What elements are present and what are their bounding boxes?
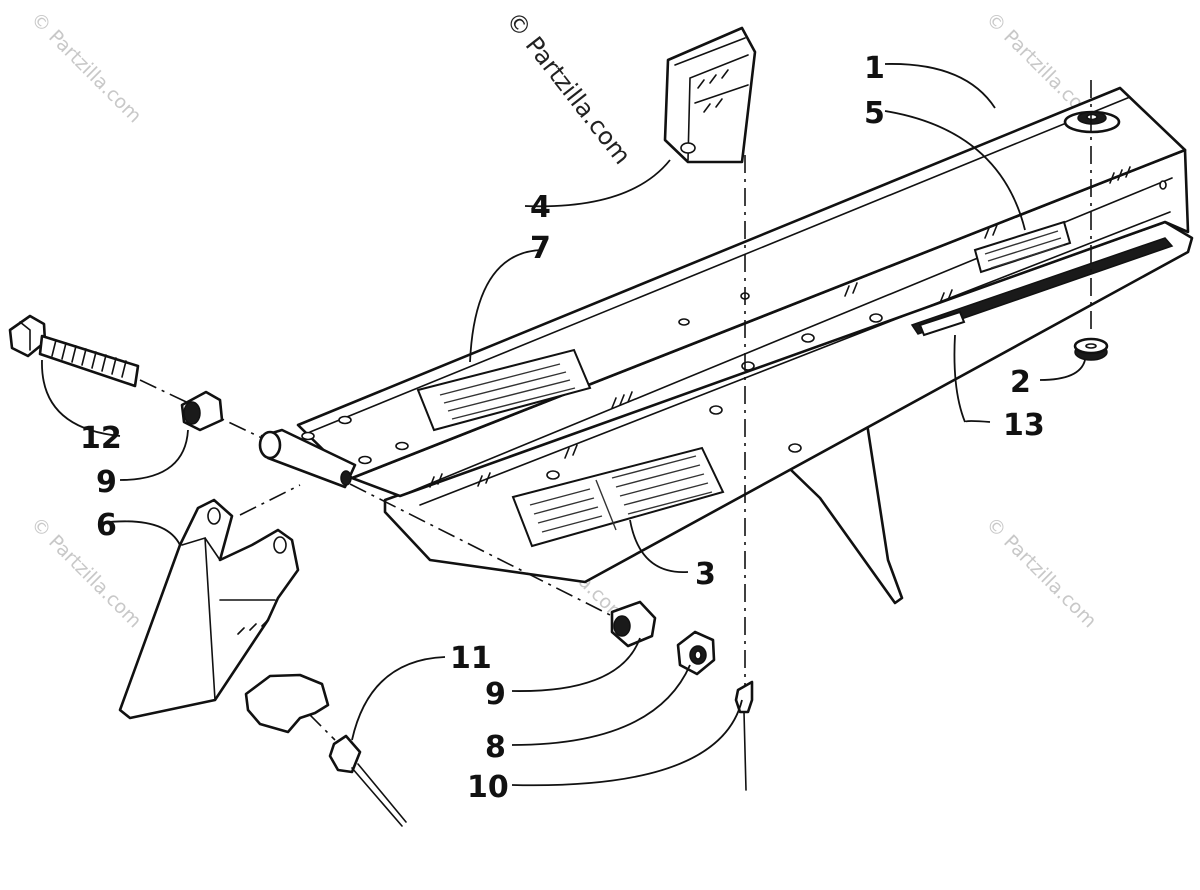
spacer-tube: [258, 428, 357, 489]
watermark-top-left: © Partzilla.com: [26, 8, 145, 127]
hitch-bracket-part-6: [118, 498, 300, 720]
svg-text:© Partzilla.com: © Partzilla.com: [26, 513, 145, 632]
callout-5: 5: [864, 96, 885, 131]
decal-warning-7: [416, 348, 592, 432]
callout-7: 7: [530, 231, 551, 266]
watermark-main: © Partzilla.com: [500, 6, 636, 169]
rubber-pad: [244, 673, 330, 734]
decal-warning-5: [973, 220, 1072, 274]
watermark-mid-right: © Partzilla.com: [981, 513, 1100, 632]
rivet-part-11: [328, 734, 407, 827]
callout-13: 13: [1003, 408, 1045, 443]
callout-6: 6: [96, 508, 117, 543]
svg-text:© Partzilla.com: © Partzilla.com: [981, 513, 1100, 632]
bushing-part-9-upper: [180, 390, 224, 432]
callout-2: 2: [1010, 365, 1031, 400]
callout-3: 3: [695, 557, 716, 592]
long-bolt-part-12: [8, 314, 140, 388]
callout-4: 4: [530, 190, 551, 225]
decal-strip-13: [910, 237, 1174, 337]
decal-caution-3: [511, 446, 725, 548]
lock-nut-part-8: [676, 630, 716, 676]
callout-1: 1: [864, 51, 885, 86]
ridge-hash-marks: [429, 166, 1131, 488]
callout-10: 10: [467, 770, 509, 805]
watermark-mid-left: © Partzilla.com: [26, 513, 145, 632]
bumper-clip-part-4: [663, 26, 757, 164]
svg-text:© Partzilla.com: © Partzilla.com: [26, 8, 145, 127]
rivet-part-10: [734, 680, 754, 791]
leader-lines: [41, 63, 1086, 787]
top-washer: [1063, 110, 1121, 134]
svg-text:© Partzilla.com: © Partzilla.com: [500, 6, 636, 169]
callout-8: 8: [485, 730, 506, 765]
callout-11: 11: [450, 641, 492, 676]
callout-9-upper: 9: [96, 465, 117, 500]
callout-numbers: 1 5 2 13 4 7 3 12 9 6 9 8 10 11: [80, 51, 1045, 805]
bushing-part-9-lower: [610, 600, 657, 648]
callout-12: 12: [80, 421, 122, 456]
callout-9-lower: 9: [485, 677, 506, 712]
grommet-part-2: [1073, 337, 1109, 361]
